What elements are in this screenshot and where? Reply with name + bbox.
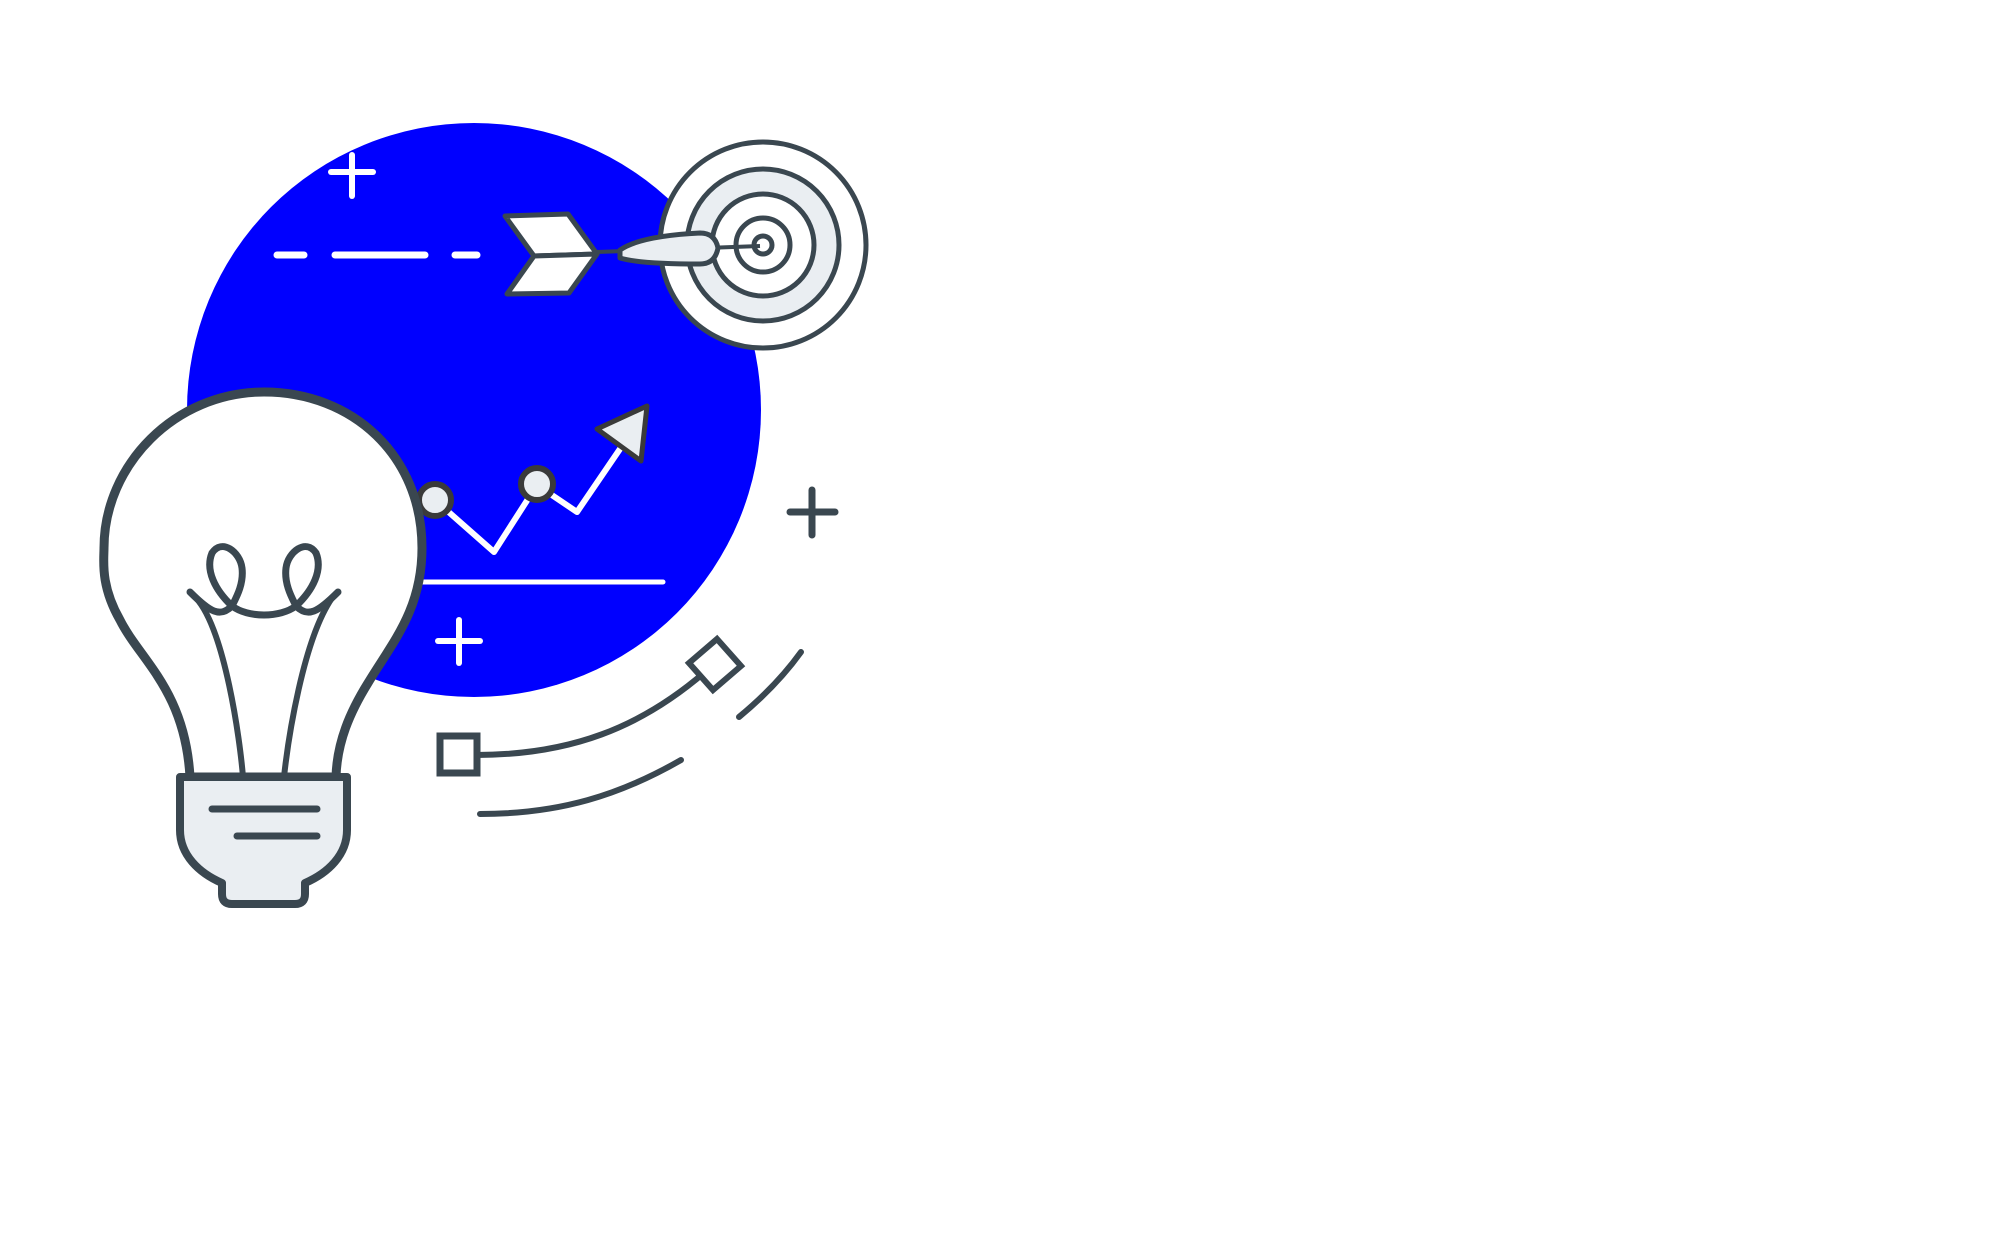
plus-icon xyxy=(435,617,483,666)
motion-arcs xyxy=(473,649,804,817)
square-icon xyxy=(436,732,481,777)
plus-icon xyxy=(786,486,839,539)
dart-icon xyxy=(502,211,761,297)
lightbulb-icon xyxy=(99,387,427,908)
growth-chart-icon xyxy=(416,403,650,555)
target-icon xyxy=(657,139,869,351)
diamond-icon xyxy=(684,634,746,695)
plus-icon xyxy=(328,152,376,199)
